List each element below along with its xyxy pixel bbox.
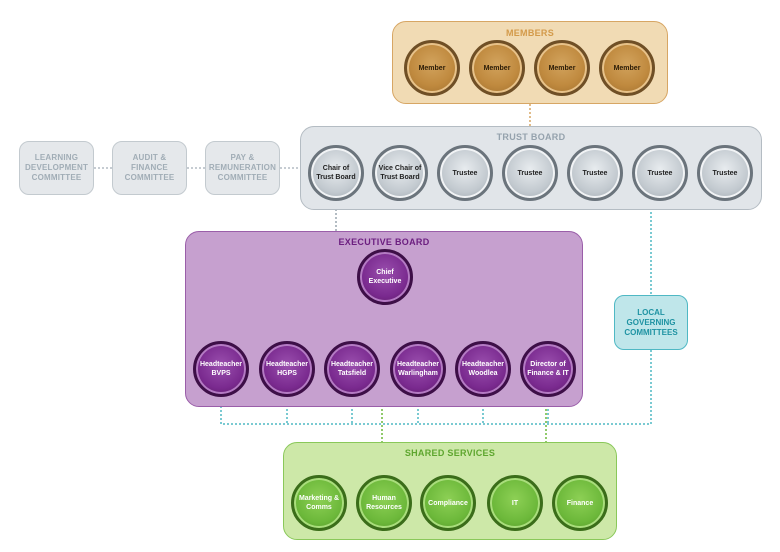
executive-member-label: Headteacher Tatsfield: [330, 361, 374, 377]
local-line: GOVERNING: [626, 317, 676, 327]
executive-member-node: Headteacher HGPS: [259, 341, 315, 397]
committee-line: REMUNERATION: [208, 163, 277, 172]
local-line: LOCAL: [637, 307, 665, 317]
member-label: Member: [613, 64, 641, 72]
shared-service-node: Compliance: [420, 475, 476, 531]
trustee-node: Trustee: [697, 145, 753, 201]
trust-board-title: TRUST BOARD: [496, 132, 566, 142]
committee-line: COMMITTEE: [217, 173, 268, 182]
trustee-node: Trustee: [502, 145, 558, 201]
executive-member-node: Headteacher Woodlea: [455, 341, 511, 397]
learning-development-committee: LEARNING DEVELOPMENT COMMITTEE: [19, 141, 94, 195]
committee-line: AUDIT &: [132, 153, 167, 162]
trustee-node: Trustee: [632, 145, 688, 201]
committee-line: LEARNING: [34, 153, 79, 162]
trustee-label: Trustee: [647, 169, 673, 177]
member-node: Member: [404, 40, 460, 96]
chief-executive-node: Chief Executive: [357, 249, 413, 305]
shared-service-label: Human Resources: [366, 495, 402, 511]
trustee-label: Trustee: [582, 169, 608, 177]
members-title: MEMBERS: [505, 28, 555, 38]
committee-line: FINANCE: [131, 163, 168, 172]
trustee-label: Trustee: [517, 169, 543, 177]
shared-service-node: Human Resources: [356, 475, 412, 531]
shared-service-label: IT: [511, 499, 519, 507]
member-node: Member: [534, 40, 590, 96]
committee-line: COMMITTEE: [31, 173, 82, 182]
audit-finance-committee: AUDIT & FINANCE COMMITTEE: [112, 141, 187, 195]
shared-service-label: Finance: [566, 499, 594, 507]
member-label: Member: [483, 64, 511, 72]
committee-line: PAY &: [230, 153, 255, 162]
chief-executive-label: Chief Executive: [368, 269, 402, 285]
member-label: Member: [418, 64, 446, 72]
trustee-node: Trustee: [567, 145, 623, 201]
shared-service-node: Finance: [552, 475, 608, 531]
local-line: COMMITTEES: [624, 327, 678, 337]
committee-line: DEVELOPMENT: [24, 163, 89, 172]
shared-service-label: Marketing & Comms: [298, 495, 340, 511]
vice-chair-node: Vice Chair of Trust Board: [372, 145, 428, 201]
executive-member-label: Headteacher BVPS: [199, 361, 243, 377]
executive-member-node: Headteacher BVPS: [193, 341, 249, 397]
trustee-node: Trustee: [437, 145, 493, 201]
shared-service-node: IT: [487, 475, 543, 531]
executive-member-node: Director of Finance & IT: [520, 341, 576, 397]
member-node: Member: [599, 40, 655, 96]
chair-label: Chair of Trust Board: [316, 165, 356, 181]
pay-remuneration-committee: PAY & REMUNERATION COMMITTEE: [205, 141, 280, 195]
executive-member-node: Headteacher Warlingham: [390, 341, 446, 397]
member-label: Member: [548, 64, 576, 72]
executive-member-label: Headteacher Woodlea: [461, 361, 505, 377]
chair-node: Chair of Trust Board: [308, 145, 364, 201]
vice-chair-label: Vice Chair of Trust Board: [378, 165, 422, 181]
committee-line: COMMITTEE: [124, 173, 175, 182]
trustee-label: Trustee: [452, 169, 478, 177]
shared-service-label: Compliance: [428, 499, 468, 507]
member-node: Member: [469, 40, 525, 96]
executive-member-label: Headteacher Warlingham: [396, 361, 440, 377]
shared-service-node: Marketing & Comms: [291, 475, 347, 531]
trustee-label: Trustee: [712, 169, 738, 177]
shared-services-title: SHARED SERVICES: [404, 448, 496, 458]
executive-member-node: Headteacher Tatsfield: [324, 341, 380, 397]
local-governing-committees: LOCAL GOVERNING COMMITTEES: [614, 295, 688, 350]
executive-member-label: Headteacher HGPS: [265, 361, 309, 377]
executive-board-title: EXECUTIVE BOARD: [338, 237, 430, 247]
executive-member-label: Director of Finance & IT: [527, 361, 569, 377]
